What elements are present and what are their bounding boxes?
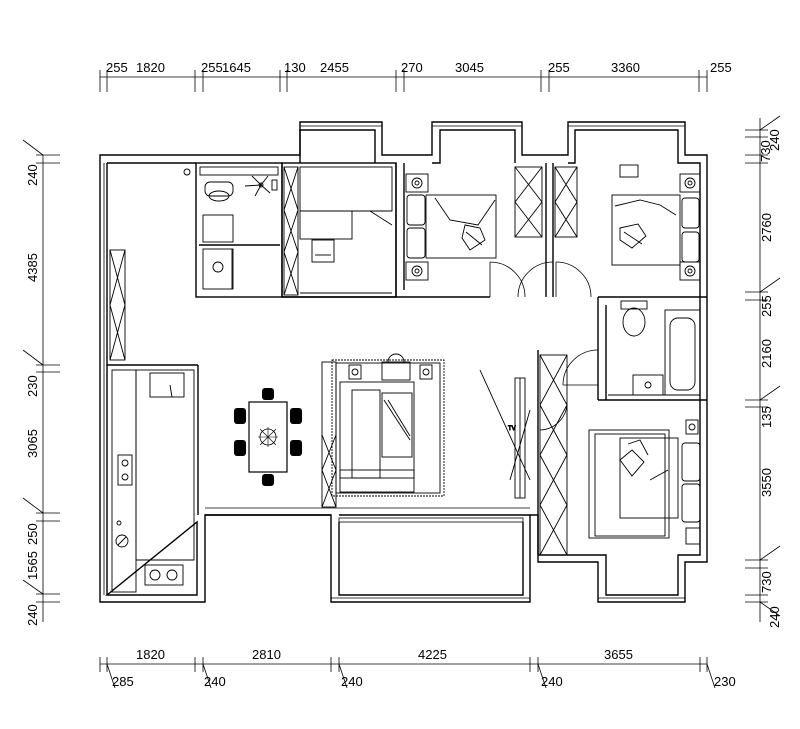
dim-bottom-8: 240 — [541, 674, 563, 689]
right-dimension-line: 240 730 2760 255 2160 135 3550 730 240 — [745, 115, 782, 628]
dim-right-8: 730 — [759, 571, 774, 593]
living-room-sofa — [331, 353, 445, 497]
dim-bottom-6: 240 — [204, 674, 226, 689]
dim-top-2: 1820 — [136, 60, 165, 75]
dim-left-2: 4385 — [25, 253, 40, 282]
dim-top-4: 1645 — [222, 60, 251, 75]
dim-bottom-9: 230 — [714, 674, 736, 689]
dim-left-5: 250 — [25, 523, 40, 545]
tv-unit: TV — [479, 369, 531, 499]
dim-top-8: 3045 — [455, 60, 484, 75]
dim-right-2: 730 — [758, 140, 773, 162]
bathroom-right — [608, 300, 701, 396]
bedroom-three — [611, 164, 701, 281]
dim-top-6: 2455 — [320, 60, 349, 75]
interior-walls — [107, 162, 707, 555]
dim-bottom-1: 1820 — [136, 647, 165, 662]
dim-left-6: 1565 — [25, 551, 40, 580]
dim-top-1: 255 — [106, 60, 128, 75]
dim-left-3: 230 — [25, 375, 40, 397]
dim-left-1: 240 — [25, 164, 40, 186]
dining-table — [234, 388, 302, 486]
wardrobe-closets — [109, 166, 578, 556]
dim-left-7: 240 — [25, 604, 40, 626]
dim-top-3: 255 — [201, 60, 223, 75]
dim-top-9: 255 — [548, 60, 570, 75]
master-bedroom — [588, 419, 701, 545]
study-room — [299, 166, 393, 294]
dim-left-4: 3065 — [25, 429, 40, 458]
top-dimension-line: 255 1820 255 1645 130 2455 270 3045 255 … — [99, 60, 732, 92]
dim-top-11: 255 — [710, 60, 732, 75]
bottom-dimension-line: 1820 2810 4225 3655 285 240 240 240 230 — [99, 647, 736, 689]
dim-right-9: 240 — [767, 606, 782, 628]
dim-bottom-2: 2810 — [252, 647, 281, 662]
tv-label: TV — [508, 426, 516, 432]
door-swings — [489, 261, 599, 440]
dim-top-10: 3360 — [611, 60, 640, 75]
dim-bottom-4: 3655 — [604, 647, 633, 662]
dim-top-5: 130 — [284, 60, 306, 75]
dim-right-7: 3550 — [759, 468, 774, 497]
kitchen — [111, 369, 195, 593]
balcony-railing — [338, 517, 524, 523]
bathroom-top-left — [183, 166, 279, 290]
bedroom-two — [405, 173, 497, 281]
dim-right-3: 2760 — [759, 213, 774, 242]
dim-bottom-7: 240 — [341, 674, 363, 689]
dim-right-6: 135 — [759, 406, 774, 428]
dim-right-1: 240 — [767, 129, 782, 151]
dim-bottom-5: 285 — [112, 674, 134, 689]
dim-bottom-3: 4225 — [418, 647, 447, 662]
dim-top-7: 270 — [401, 60, 423, 75]
dim-right-4: 255 — [759, 295, 774, 317]
left-dimension-line: 240 4385 230 3065 250 1565 240 — [22, 139, 60, 626]
dim-right-5: 2160 — [759, 339, 774, 368]
